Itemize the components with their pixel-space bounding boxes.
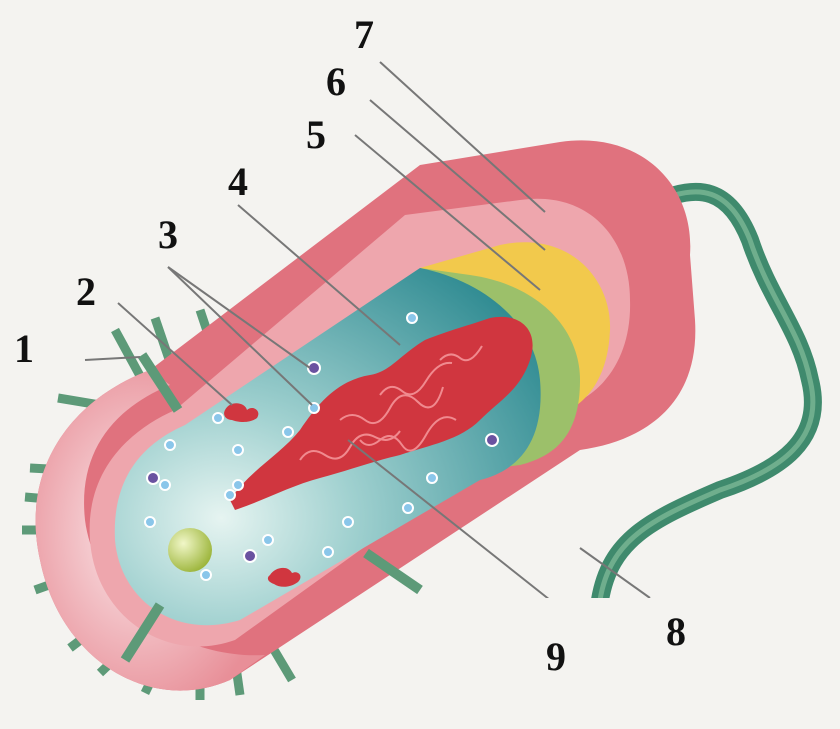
label-6: 6 bbox=[326, 59, 346, 104]
label-4: 4 bbox=[228, 159, 248, 204]
label-8: 8 bbox=[666, 609, 686, 654]
label-5: 5 bbox=[306, 112, 326, 157]
label-3: 3 bbox=[158, 212, 178, 257]
dark-granules bbox=[146, 361, 499, 563]
label-7: 7 bbox=[354, 12, 374, 57]
storage-granule bbox=[168, 528, 212, 572]
flagellum-highlight bbox=[597, 189, 816, 603]
label-2: 2 bbox=[76, 269, 96, 314]
label-area-background bbox=[520, 598, 840, 724]
label-9: 9 bbox=[546, 634, 566, 679]
leader-lines bbox=[84, 61, 651, 601]
nucleoid bbox=[230, 316, 533, 510]
plasmid bbox=[224, 403, 259, 422]
plasmid-2 bbox=[267, 567, 301, 587]
pili-front bbox=[120, 352, 423, 663]
dna-strands bbox=[299, 345, 483, 461]
ribosomes bbox=[144, 312, 438, 581]
capsule-end bbox=[35, 370, 266, 691]
label-1: 1 bbox=[14, 326, 34, 371]
